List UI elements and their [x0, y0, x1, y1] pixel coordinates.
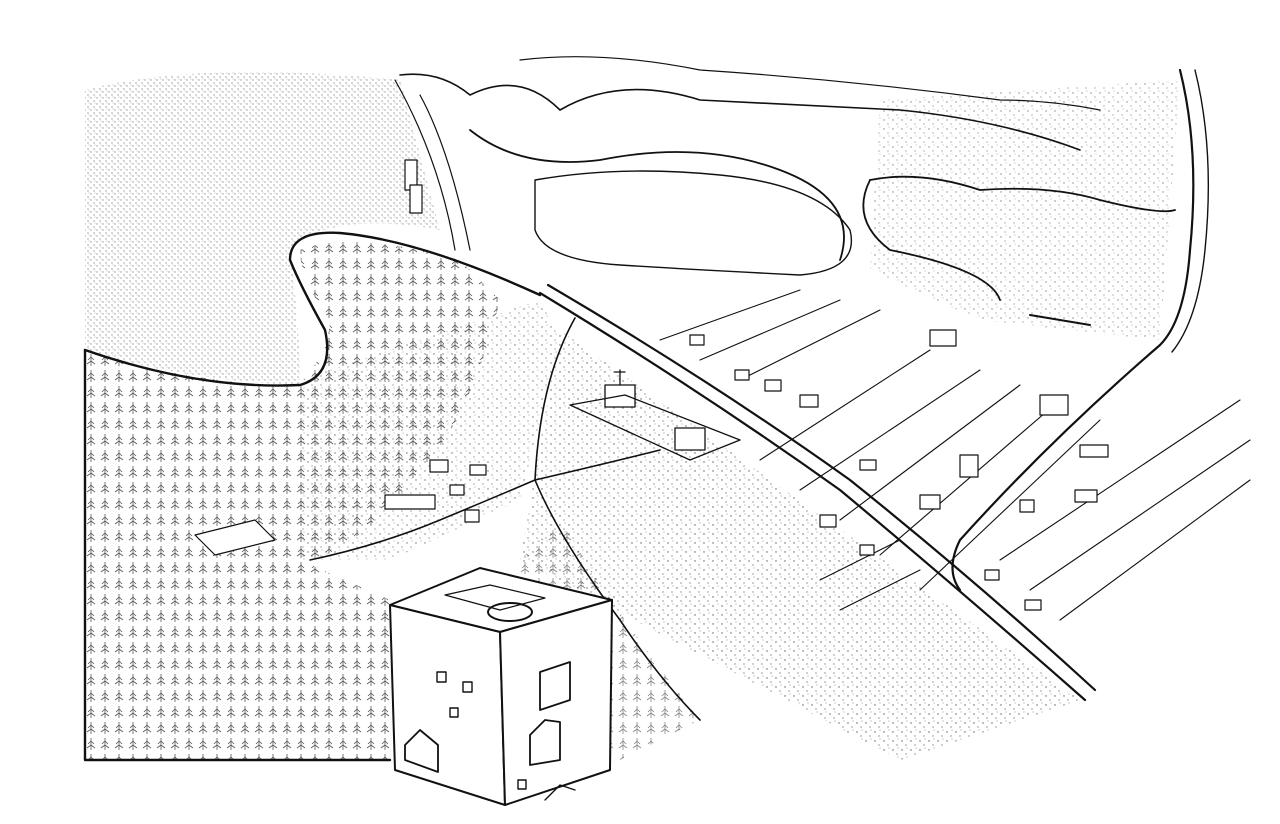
village-houses	[194, 159, 1109, 611]
river	[399, 56, 1176, 301]
winding-road	[83, 79, 542, 387]
church	[569, 369, 741, 461]
lake	[534, 170, 852, 276]
right-road	[951, 68, 1210, 592]
fields	[659, 289, 1251, 621]
secondary-roads	[309, 317, 701, 721]
terrain-stipple	[85, 72, 1180, 760]
main-road	[538, 283, 1097, 702]
tower	[389, 567, 613, 806]
